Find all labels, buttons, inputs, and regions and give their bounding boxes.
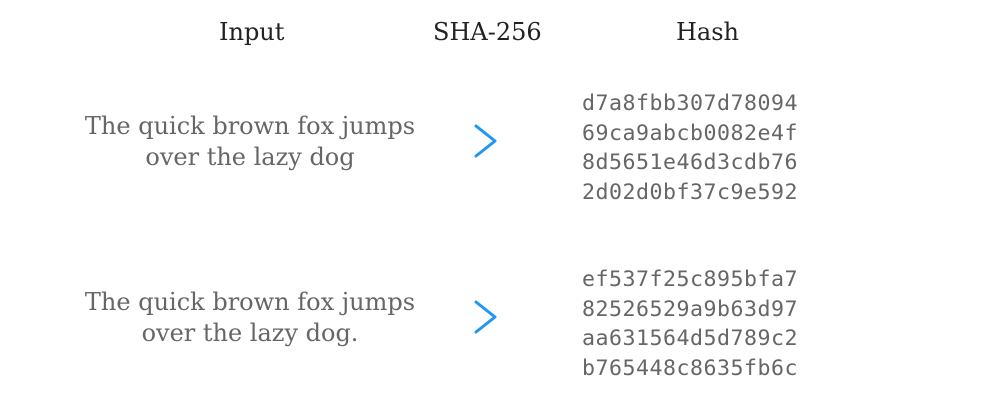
input-line: The quick brown fox jumps — [84, 112, 416, 140]
hash-line: d7a8fbb307d78094 — [582, 91, 799, 116]
hash-example-row: The quick brown fox jumps over the lazy … — [0, 87, 989, 207]
hash-line: 69ca9abcb0082e4f — [582, 120, 799, 146]
input-line: The quick brown fox jumps — [84, 288, 416, 316]
hash-line: 8d5651e46d3cdb76 — [582, 150, 799, 175]
chevron-right-icon — [474, 300, 497, 334]
column-header-input: Input — [219, 18, 285, 46]
chevron-right-icon — [474, 124, 497, 158]
column-header-algorithm: SHA-256 — [433, 18, 542, 46]
hash-line: 82526529a9b63d97 — [582, 296, 799, 322]
hash-line: 2d02d0bf37c9e592 — [582, 179, 799, 205]
input-text: The quick brown fox jumps over the lazy … — [40, 287, 460, 349]
column-header-hash: Hash — [676, 18, 740, 46]
input-text: The quick brown fox jumps over the lazy … — [40, 111, 460, 173]
hash-example-row: The quick brown fox jumps over the lazy … — [0, 263, 989, 383]
hash-line: b765448c8635fb6c — [582, 355, 799, 381]
hash-line: ef537f25c895bfa7 — [582, 267, 799, 292]
input-line: over the lazy dog. — [141, 319, 359, 347]
hash-output: ef537f25c895bfa7 82526529a9b63d97 aa6315… — [582, 265, 798, 383]
input-line: over the lazy dog — [145, 143, 355, 171]
hash-output: d7a8fbb307d78094 69ca9abcb0082e4f 8d5651… — [582, 89, 798, 207]
hash-line: aa631564d5d789c2 — [582, 326, 799, 351]
